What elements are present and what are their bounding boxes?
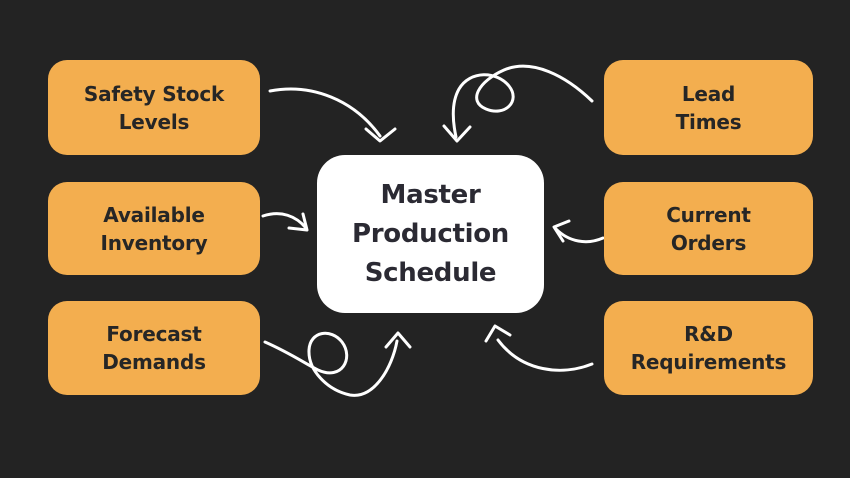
- node-master-production-schedule: Master Production Schedule: [317, 155, 544, 313]
- node-label-line: Demands: [102, 350, 206, 374]
- node-label-line: Current: [666, 202, 751, 227]
- node-safety-stock-levels: Safety Stock Levels: [48, 60, 260, 155]
- node-label-line: Levels: [118, 109, 190, 134]
- node-forecast-demands: Forecast Demands: [48, 301, 260, 395]
- node-label-line: Forecast: [106, 322, 202, 346]
- node-label-line: R&D: [684, 322, 733, 346]
- node-label-line: Inventory: [100, 230, 208, 255]
- node-current-orders: Current Orders: [604, 182, 813, 275]
- arrow-available-inventory-to-center: [261, 212, 309, 232]
- arrow-safety-stock-to-center: [268, 87, 397, 143]
- node-available-inventory: Available Inventory: [48, 182, 260, 275]
- node-label-line: Available: [103, 202, 205, 227]
- node-lead-times: Lead Times: [604, 60, 813, 155]
- node-label-line: Times: [675, 109, 742, 134]
- arrow-lead-times-to-center: [442, 64, 594, 143]
- node-label-line: Orders: [670, 230, 747, 255]
- arrow-current-orders-to-center: [552, 219, 605, 244]
- arrow-forecast-demands-to-center: [263, 331, 412, 397]
- node-label-line: Safety Stock: [83, 81, 225, 106]
- node-rd-requirements: R&D Requirements: [604, 301, 813, 395]
- node-label-line: Lead: [681, 81, 736, 106]
- arrow-rd-requirements-to-center: [484, 324, 594, 372]
- center-label-line: Production: [352, 218, 509, 249]
- center-label-line: Schedule: [364, 257, 497, 288]
- node-label-line: Requirements: [630, 350, 787, 374]
- center-label-line: Master: [380, 179, 481, 210]
